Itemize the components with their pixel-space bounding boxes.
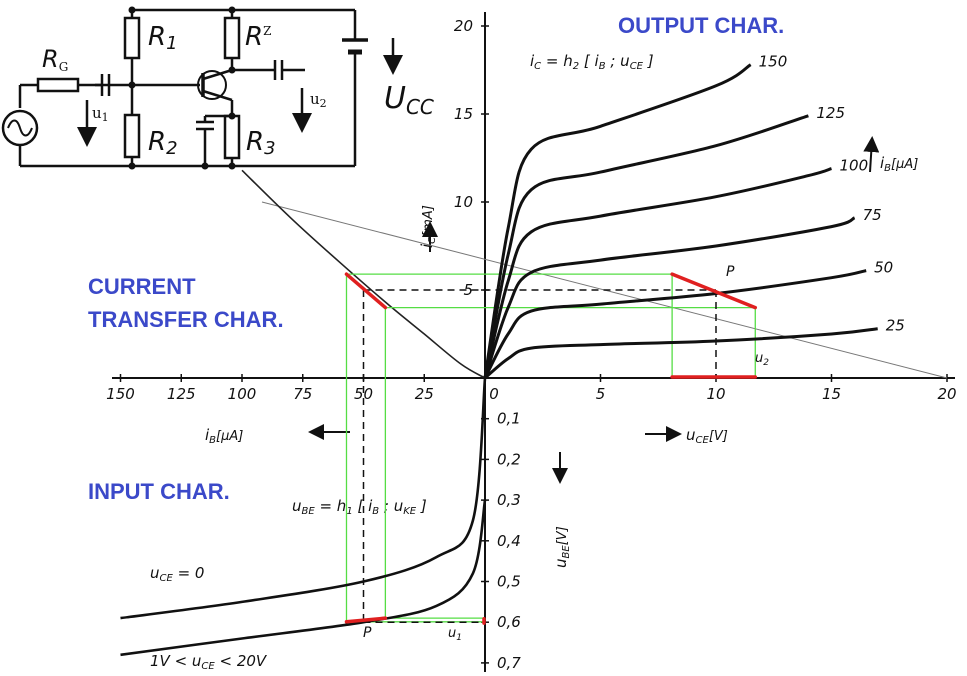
ib-param-value: 150	[759, 53, 788, 71]
tick-labels-group: 5 10 15 20 5 10 15 20 150 125 100 75 50 25 0 0,1 0,2 0,3 0…	[106, 17, 956, 672]
ib-tick-label: 100	[228, 385, 257, 403]
u2-swing-label: u2	[755, 351, 769, 368]
swing-mark	[670, 272, 758, 310]
dashed-projection-lines	[362, 289, 717, 623]
rz-label: RZ	[245, 22, 271, 52]
ib-tick-label: 150	[106, 385, 135, 403]
input-equation: uBE = h1 [ iB ; uKE ]	[292, 497, 427, 517]
u2-label: u2	[310, 90, 327, 110]
transfer-curve	[241, 169, 486, 379]
u1-label: u1	[92, 104, 109, 124]
operating-point-output: P	[726, 264, 735, 280]
main-axes	[112, 12, 955, 672]
uce-tick-label: 15	[822, 385, 841, 403]
output-curve-50	[483, 269, 867, 379]
ib-param-value: 125	[816, 104, 845, 122]
ube-tick-label: 0,1	[497, 410, 521, 428]
output-curve-125	[483, 114, 809, 379]
input-curve-label-uce0: uCE = 0	[150, 564, 204, 584]
ube-tick-label: 0,4	[497, 532, 521, 550]
ib-param-value: 50	[874, 259, 893, 277]
ucc-label: UCC	[384, 81, 434, 119]
output-curves-group	[483, 63, 878, 380]
ic-tick-label: 20	[454, 17, 473, 35]
ube-tick-label: 0,5	[497, 573, 521, 591]
ib-tick-label: 25	[415, 385, 434, 403]
red-swing-marks	[344, 272, 758, 625]
transfer-char-title-line2: TRANSFER CHAR.	[88, 307, 284, 332]
input-curve-label-range: 1V < uCE < 20V	[150, 652, 268, 672]
param-labels-group: 25 50 75 100 125 150	[759, 53, 905, 335]
uce-axis-label: uCE[V]	[686, 426, 728, 446]
transfer-curve-group	[241, 169, 486, 379]
r2-label: R2	[148, 127, 178, 159]
ib-param-value: 75	[863, 206, 882, 224]
r1-label: R1	[148, 22, 178, 54]
ic-tick-label: 5	[463, 281, 473, 299]
ic-tick-label: 15	[454, 105, 473, 123]
input-char-title: INPUT CHAR.	[88, 479, 230, 504]
ube-tick-label: 0,6	[497, 613, 521, 631]
output-curve-25	[484, 327, 878, 380]
ib-tick-label: 125	[167, 385, 196, 403]
output-equation: iC = h2 [ iB ; uCE ]	[530, 52, 654, 72]
output-char-title: OUTPUT CHAR.	[618, 13, 784, 38]
swing-mark	[344, 272, 388, 310]
operating-point-input: P	[363, 625, 372, 641]
rg-label: RG	[42, 45, 68, 74]
r3-label: R3	[246, 127, 276, 159]
circuit-junction-dots	[128, 6, 236, 170]
circuit-schematic	[1, 8, 368, 168]
ib-tick-label: 75	[293, 385, 312, 403]
ube-tick-label: 0,2	[497, 450, 521, 468]
ib-param-label: iB[μA]	[880, 154, 918, 174]
uce-tick-label: 20	[937, 385, 956, 403]
uce-tick-label: 10	[706, 385, 725, 403]
ib-param-value: 100	[840, 157, 869, 175]
origin-label: 0	[489, 385, 499, 403]
transfer-char-title-line1: CURRENT	[88, 274, 196, 299]
ube-tick-label: 0,3	[497, 491, 521, 509]
ic-tick-label: 10	[454, 193, 473, 211]
ube-tick-label: 0,7	[497, 654, 521, 672]
ib-axis-label: iB[μA]	[205, 426, 243, 446]
output-curve-75	[483, 216, 856, 379]
output-curve-100	[483, 167, 832, 379]
output-curve-150	[483, 63, 752, 379]
ic-axis-label: iC[mA]	[418, 205, 438, 248]
ib-param-value: 25	[886, 317, 905, 335]
ib-param-arrow-icon	[863, 136, 880, 173]
ib-tick-label: 50	[354, 385, 373, 403]
u1-swing-label: u1	[448, 626, 462, 643]
uce-tick-label: 5	[596, 385, 606, 403]
swing-mark	[344, 616, 388, 624]
input-curve-0	[120, 377, 487, 620]
ube-axis-label: uBE[V]	[552, 526, 572, 568]
